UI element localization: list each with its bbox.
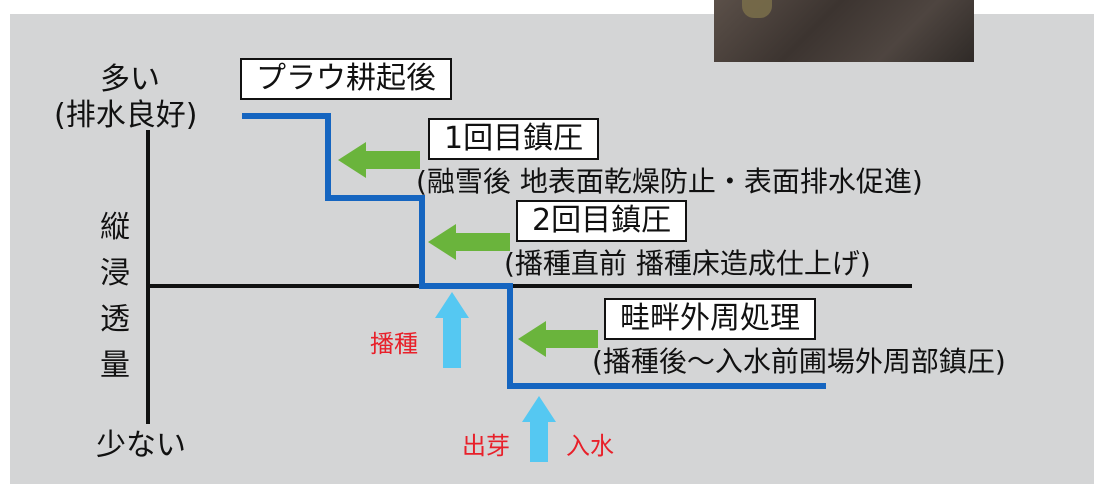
vertical-label-char-2: 浸	[100, 256, 130, 291]
step-note-levee-treatment: (播種後～入水前圃場外周部鎮圧)	[592, 345, 1006, 378]
green-arrow-1	[338, 142, 420, 178]
step-box-second-compaction: 2回目鎮圧	[516, 200, 688, 242]
green-arrow-2	[428, 224, 510, 260]
step-note-first-compaction: (融雪後 地表面乾燥防止・表面排水促進)	[416, 165, 923, 198]
photo-detail	[742, 0, 772, 18]
step-box-plowing: プラウ耕起後	[240, 58, 452, 100]
blue-arrow-germination	[522, 396, 556, 462]
step-box-levee-treatment: 畦畔外周処理	[604, 298, 816, 340]
diagram-panel	[10, 14, 1094, 484]
vertical-label-char-4: 量	[100, 348, 130, 383]
axis-top-label: 多い	[100, 62, 160, 97]
blue-arrow-sowing	[435, 292, 469, 368]
step-note-second-compaction: (播種直前 播種床造成仕上げ)	[504, 247, 871, 280]
event-germination-label: 出芽	[462, 432, 510, 460]
event-sowing-label: 播種	[370, 330, 418, 358]
vertical-label-char-1: 縦	[100, 210, 130, 245]
event-flooding-label: 入水	[566, 432, 614, 460]
green-arrow-3	[518, 321, 598, 357]
axis-top-sublabel: (排水良好)	[54, 98, 198, 133]
step-box-first-compaction: 1回目鎮圧	[428, 118, 600, 160]
axis-bottom-label: 少ない	[96, 428, 186, 463]
permeability-step-line	[242, 113, 826, 389]
vertical-label-char-3: 透	[100, 302, 130, 337]
